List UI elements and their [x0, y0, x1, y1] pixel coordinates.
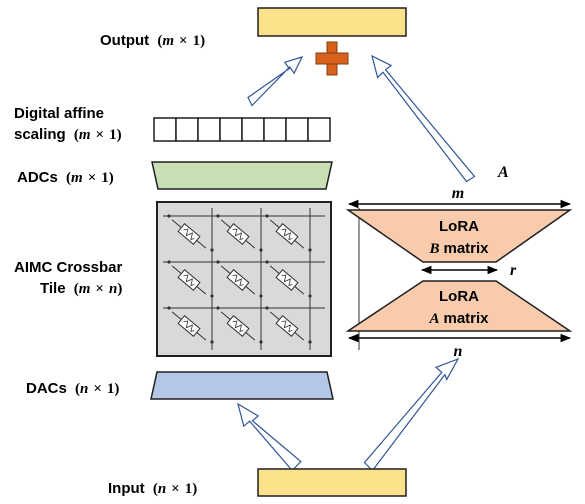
lora-b-matrix: [345, 209, 573, 263]
plus-icon: [315, 41, 349, 76]
output-label: Output (m×1): [100, 32, 205, 49]
crossbar-junction: [210, 340, 214, 344]
affine-scaling-register: [153, 117, 331, 142]
scaling-label: Digital affine: [14, 105, 104, 122]
resistor-cell-icon: [220, 311, 256, 341]
aimc-label: AIMC Crossbar: [14, 259, 123, 276]
crossbar-junction: [308, 248, 312, 252]
crossbar-junction: [167, 260, 171, 264]
lora-m-label: m: [452, 185, 464, 202]
crossbar-junction: [167, 306, 171, 310]
input-label: Input (n×1): [108, 480, 197, 497]
hollow-arrow-icon: [363, 357, 460, 472]
dac-block: [150, 371, 334, 400]
lora-a-matrix: [345, 280, 573, 332]
aimc-label-line2: Tile (m×n): [40, 280, 122, 297]
hollow-arrow-icon: [247, 56, 304, 107]
crossbar-grid: [163, 208, 360, 350]
crossbar-junction: [308, 294, 312, 298]
crossbar-junction: [265, 260, 269, 264]
resistor-cell-icon: [220, 219, 256, 249]
crossbar-junction: [265, 306, 269, 310]
crossbar-junction: [259, 248, 263, 252]
lora-b-title: LoRA: [439, 218, 479, 235]
lora-n-label: n: [454, 343, 463, 360]
lora-a-title: LoRA: [439, 288, 479, 305]
output-bar: [257, 7, 407, 37]
hollow-arrow-icon: [371, 54, 476, 183]
adcs-label: ADCs (m×1): [17, 169, 114, 186]
scaling-label-line2: scaling (m×1): [14, 126, 122, 143]
adc-block: [151, 161, 333, 190]
resistor-cell-icon: [220, 265, 256, 295]
dacs-label: DACs (n×1): [26, 380, 119, 397]
resistor-cell-icon: [171, 265, 207, 295]
lora-name-label: A: [497, 164, 509, 181]
input-bar: [257, 468, 407, 497]
resistor-cell-icon: [269, 265, 305, 295]
crossbar-junction: [308, 340, 312, 344]
crossbar-junction: [259, 340, 263, 344]
crossbar-junction: [167, 214, 171, 218]
resistor-cell-icon: [269, 219, 305, 249]
crossbar-junction: [210, 294, 214, 298]
crossbar-junction: [259, 294, 263, 298]
crossbar-junction: [216, 306, 220, 310]
crossbar-junction: [265, 214, 269, 218]
crossbar-junction: [216, 214, 220, 218]
hollow-arrow-icon: [237, 402, 302, 472]
crossbar-junction: [216, 260, 220, 264]
resistor-cell-icon: [171, 219, 207, 249]
resistor-cell-icon: [171, 311, 207, 341]
resistor-cell-icon: [269, 311, 305, 341]
crossbar-junction: [210, 248, 214, 252]
lora-r-label: r: [510, 262, 517, 279]
